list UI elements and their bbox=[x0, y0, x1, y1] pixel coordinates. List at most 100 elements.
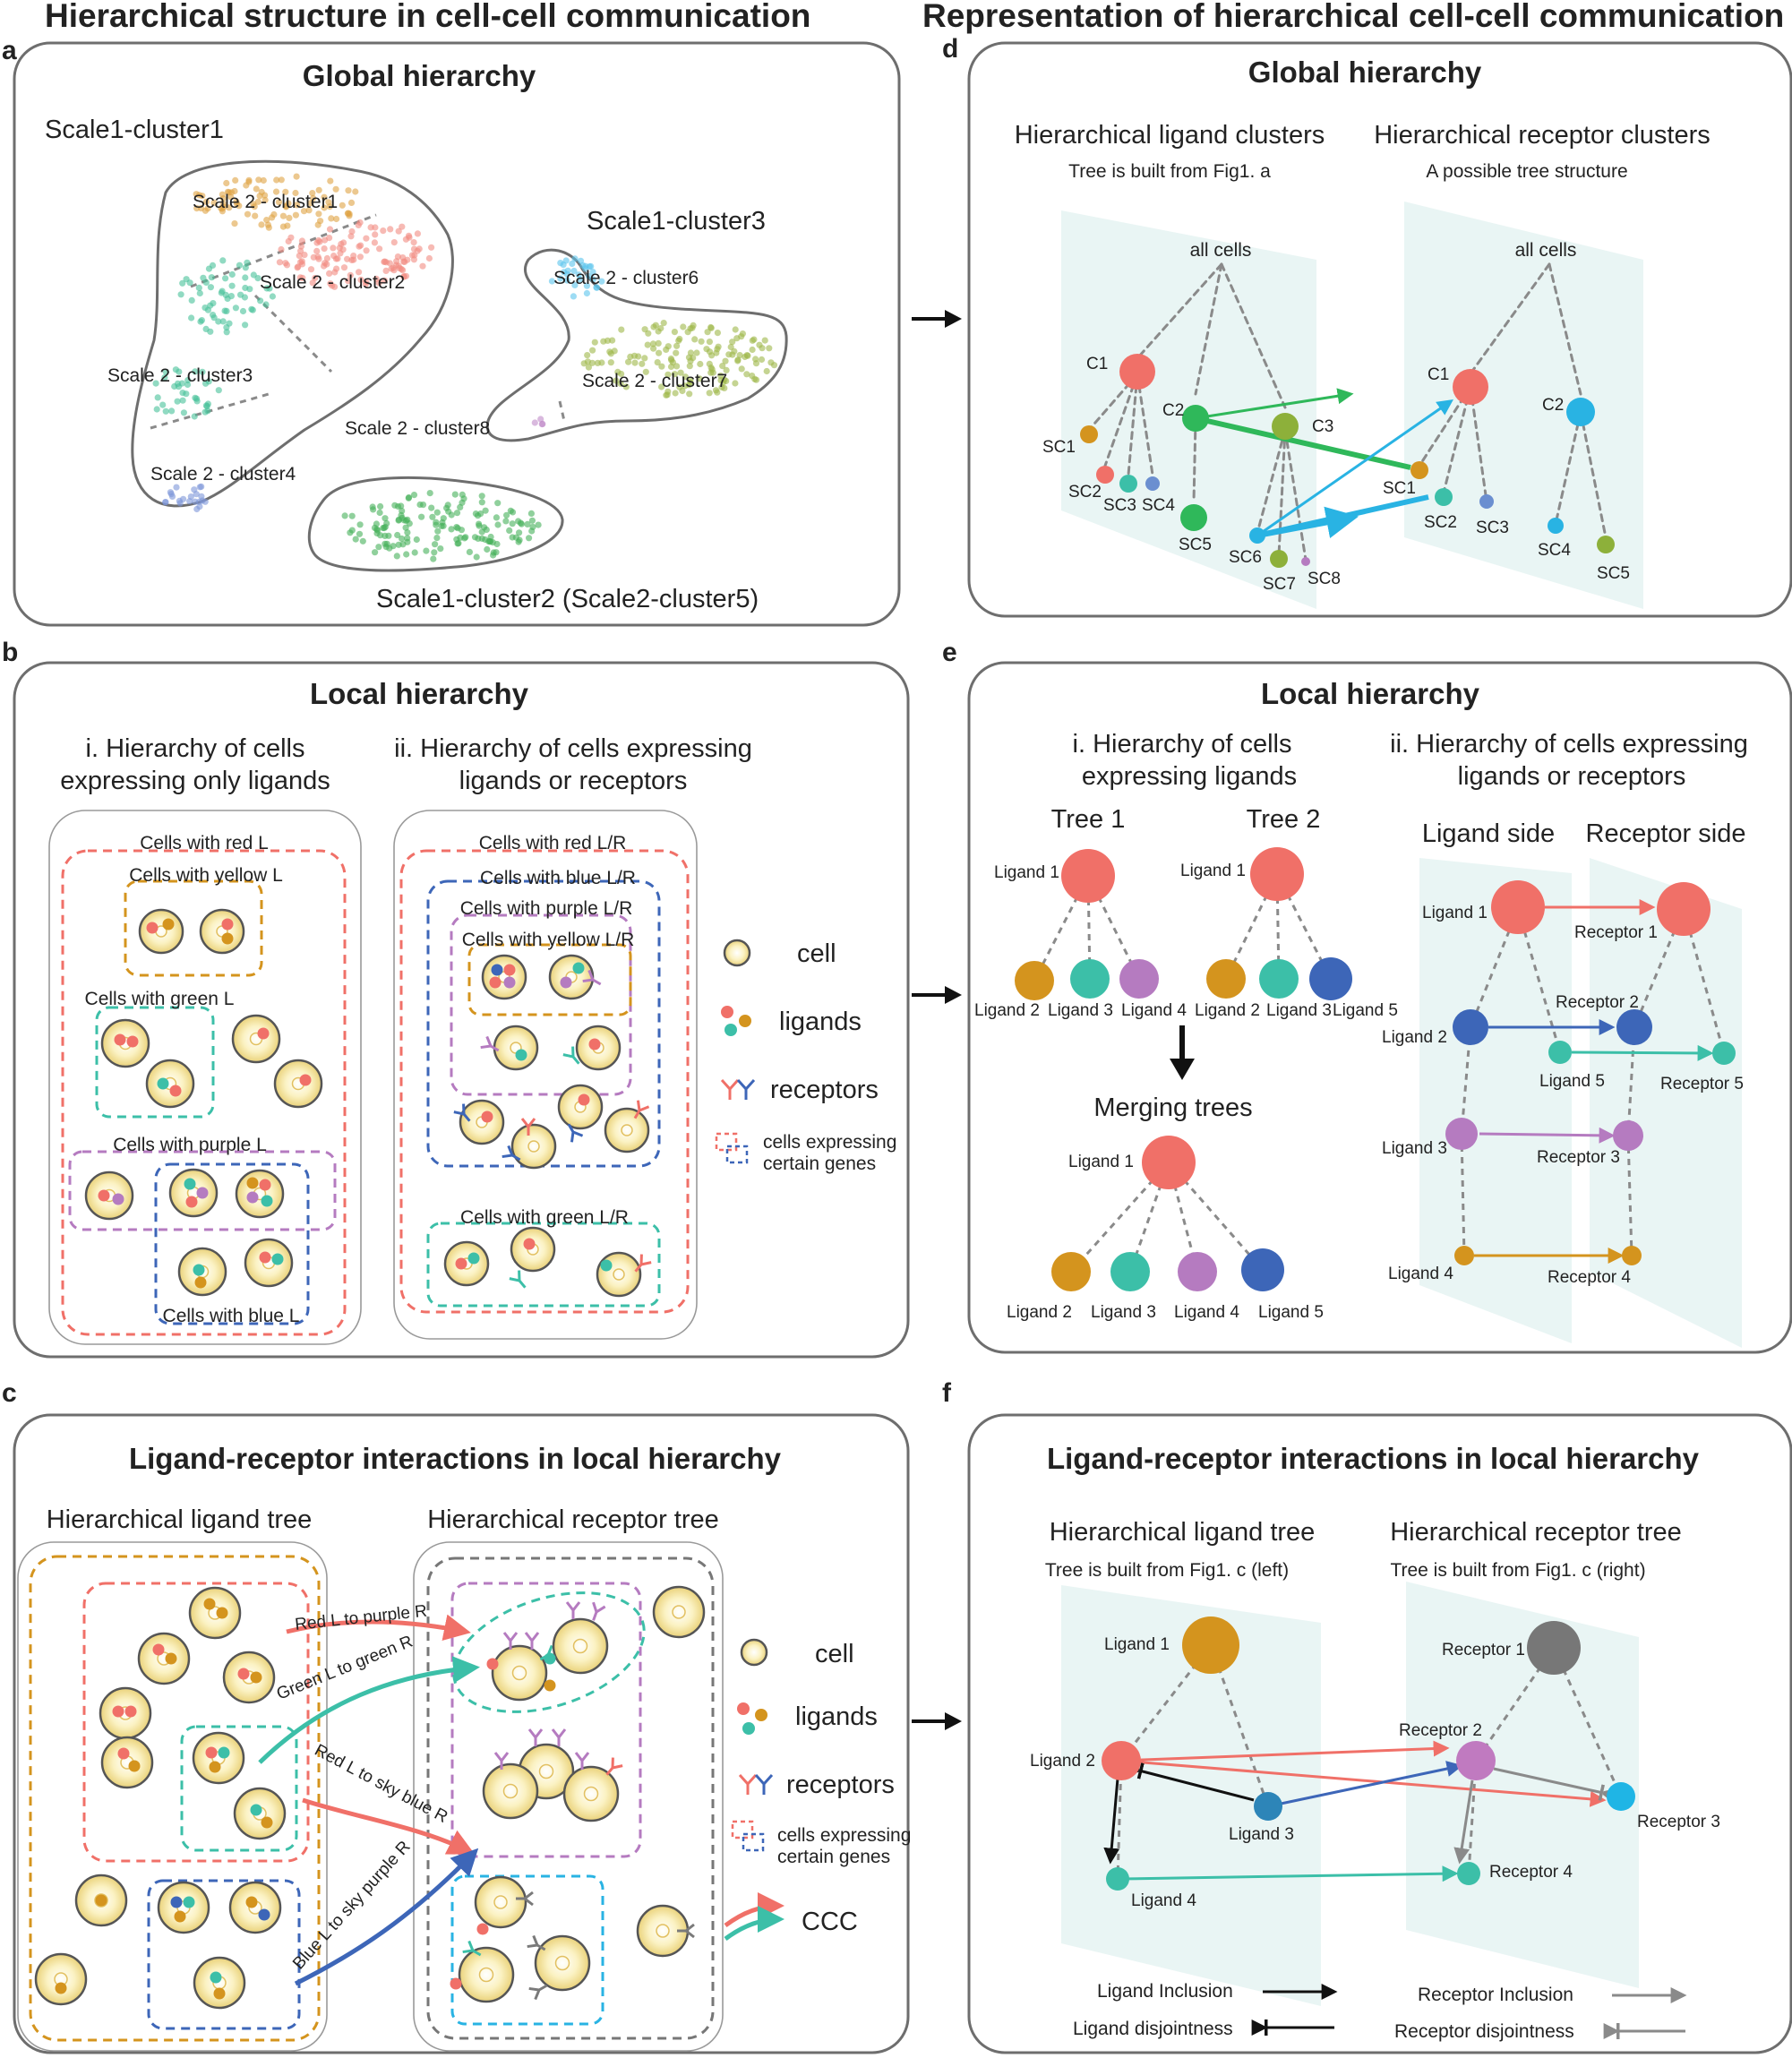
scatter-point bbox=[299, 274, 306, 281]
scatter-point bbox=[195, 498, 203, 505]
d-label-SC7: SC7 bbox=[1263, 575, 1296, 594]
scatter-point bbox=[664, 371, 672, 378]
receptor-icon bbox=[502, 1145, 521, 1162]
scatter-point bbox=[330, 253, 338, 260]
ligand-dot bbox=[152, 1643, 165, 1656]
scatter-point bbox=[732, 326, 739, 333]
scatter-point bbox=[708, 352, 716, 359]
cell-icon bbox=[596, 1251, 642, 1298]
scatter-point bbox=[252, 212, 259, 219]
scatter-point bbox=[690, 322, 697, 329]
scatter-point bbox=[347, 271, 354, 279]
d-label-C3: C3 bbox=[1312, 417, 1333, 436]
cell-icon bbox=[137, 1632, 191, 1685]
ligand-dot bbox=[157, 1077, 169, 1090]
panel-d-ligand-title: Hierarchical ligand clusters bbox=[1015, 121, 1325, 150]
scatter-point bbox=[406, 520, 413, 527]
scatter-point bbox=[201, 408, 209, 416]
scatter-point bbox=[242, 264, 249, 271]
scatter-point bbox=[703, 346, 710, 353]
panel-f-letter: f bbox=[942, 1378, 952, 1408]
ligand-dot bbox=[112, 1193, 124, 1205]
cell-icon bbox=[231, 1014, 281, 1064]
scatter-point bbox=[432, 541, 439, 548]
scatter-point bbox=[644, 341, 651, 348]
scatter-point bbox=[502, 518, 510, 525]
scatter-point bbox=[226, 320, 233, 327]
f-rec-inclusion bbox=[1453, 1779, 1474, 1865]
e-rs-receptor2 bbox=[1616, 1009, 1652, 1045]
scatter-point bbox=[375, 279, 382, 287]
scatter-point bbox=[548, 278, 556, 285]
ligand-dot bbox=[503, 976, 516, 989]
c-legend-genes1: cells expressing bbox=[777, 1825, 911, 1846]
ligand-dot bbox=[486, 1658, 499, 1670]
scatter-point bbox=[583, 282, 591, 289]
scatter-point bbox=[570, 293, 578, 300]
receptor-icon bbox=[574, 1752, 590, 1770]
scatter-point bbox=[370, 506, 377, 513]
scatter-point bbox=[177, 291, 184, 298]
scatter-point bbox=[526, 535, 533, 542]
panel-d-ligand-sub: Tree is built from Fig1. a bbox=[1068, 161, 1271, 182]
ligand-dot bbox=[205, 1746, 218, 1759]
transition-arrows bbox=[912, 310, 962, 1730]
scatter-point bbox=[433, 519, 440, 526]
b-left-container bbox=[48, 810, 362, 1345]
scatter-point bbox=[686, 363, 693, 370]
scatter-point bbox=[356, 253, 364, 261]
e-m-ligand2 bbox=[1051, 1252, 1091, 1291]
d-node-C1 bbox=[1119, 354, 1155, 390]
c-receptor-tree-label: Hierarchical receptor tree bbox=[427, 1505, 719, 1534]
scatter-point bbox=[744, 352, 751, 359]
cell-icon bbox=[491, 1644, 548, 1702]
ligand-dot bbox=[126, 1035, 139, 1048]
e-ligand-side: Ligand side bbox=[1422, 819, 1555, 848]
scatter-point bbox=[183, 276, 190, 283]
scatter-point bbox=[284, 222, 291, 229]
scatter-point bbox=[749, 373, 756, 380]
b-group-green-lr bbox=[426, 1222, 661, 1308]
e-arrow-3 bbox=[1479, 1127, 1616, 1144]
scatter-point bbox=[331, 269, 339, 276]
ligand-dot bbox=[98, 1189, 110, 1202]
scatter-point bbox=[374, 527, 382, 534]
scatter-point bbox=[677, 369, 684, 376]
c-legend-receptor-icon bbox=[738, 1773, 758, 1795]
scatter-point bbox=[332, 185, 339, 193]
b-col1-line1: i. Hierarchy of cells bbox=[86, 734, 305, 763]
scatter-point bbox=[658, 363, 665, 370]
receptor-icon bbox=[527, 1934, 546, 1951]
receptor-icon bbox=[528, 1984, 548, 2001]
b-label-blue: Cells with blue L bbox=[163, 1306, 300, 1326]
ligand-dot bbox=[544, 1679, 556, 1692]
scatter-point bbox=[457, 503, 464, 511]
cell-icon bbox=[604, 1107, 650, 1153]
scatter-point bbox=[219, 201, 227, 208]
f-legend-lig-incl: Ligand Inclusion bbox=[1097, 1981, 1233, 2002]
e-ls-ligand5 bbox=[1548, 1041, 1572, 1064]
d-rlabel-SC3: SC3 bbox=[1476, 519, 1509, 537]
f-L1: Ligand 1 bbox=[1104, 1635, 1170, 1654]
scatter-point bbox=[627, 353, 634, 360]
b-legend: cell ligands receptors cells expressing … bbox=[715, 939, 896, 1174]
scatter-point bbox=[649, 340, 657, 347]
scatter-point bbox=[191, 413, 198, 420]
scatter-point bbox=[431, 549, 438, 556]
ligand-dot bbox=[193, 1264, 205, 1276]
scatter-point bbox=[348, 512, 356, 519]
scatter-point bbox=[153, 406, 160, 413]
scatter-point bbox=[168, 493, 176, 501]
e-ls-L5: Ligand 5 bbox=[1539, 1072, 1605, 1091]
scatter-point bbox=[269, 293, 276, 300]
scatter-point bbox=[399, 223, 406, 230]
scatter-point bbox=[210, 199, 218, 206]
scatter-point bbox=[215, 387, 222, 394]
scatter-point bbox=[296, 253, 303, 260]
scatter-point bbox=[385, 532, 392, 539]
ligand-dot bbox=[261, 1816, 273, 1829]
ligand-dot bbox=[271, 1253, 284, 1265]
scatter-point bbox=[262, 196, 269, 203]
scatter-point bbox=[758, 356, 766, 364]
d-rnode-SC3 bbox=[1479, 494, 1494, 509]
